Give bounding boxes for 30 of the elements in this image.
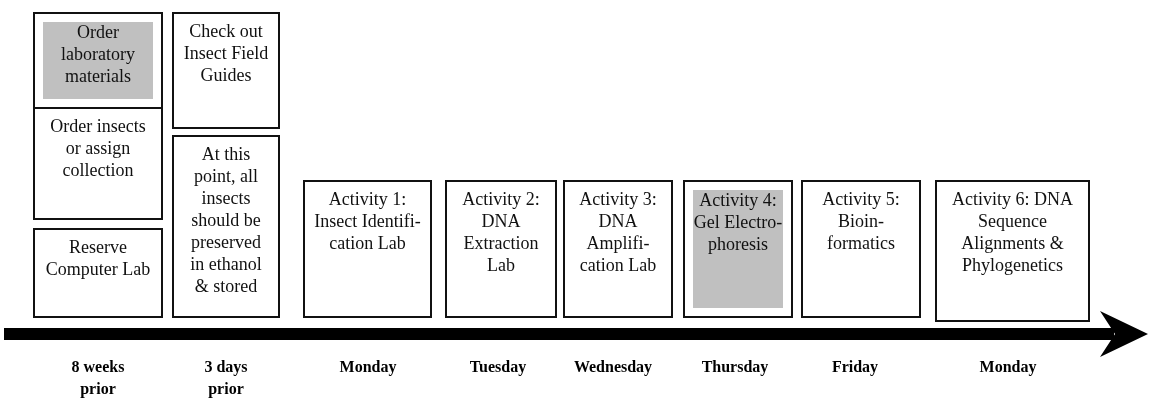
schedule-box <box>172 135 280 318</box>
task-text: Activity 3: DNA Amplifi- cation Lab <box>578 188 658 276</box>
schedule-box <box>172 12 280 129</box>
day-label: Thursday <box>700 357 770 378</box>
task-text: Activity 5: Bioin- formatics <box>821 188 901 254</box>
day-label: Wednesday <box>572 357 654 378</box>
schedule-box <box>445 180 557 318</box>
task-text: Check out Insect Field Guides <box>182 20 270 86</box>
schedule-box <box>303 180 432 318</box>
day-label: 8 weeks prior <box>70 357 126 400</box>
schedule-box <box>563 180 673 318</box>
schedule-box <box>33 12 163 109</box>
schedule-box <box>33 228 163 318</box>
day-label: Monday <box>338 357 398 378</box>
task-text: Reserve Computer Lab <box>44 236 152 280</box>
schedule-box <box>801 180 921 318</box>
task-text: Order laboratory materials <box>60 21 136 87</box>
schedule-box <box>935 180 1090 322</box>
day-label: Friday <box>830 357 880 378</box>
task-text: Activity 2: DNA Extraction Lab <box>461 188 541 276</box>
day-label: Monday <box>978 357 1038 378</box>
task-text: Order insects or assign collection <box>49 115 147 181</box>
task-text: Activity 6: DNA Sequence Alignments & Phylogenetics <box>951 188 1074 276</box>
day-label: 3 days prior <box>203 357 249 400</box>
schedule-box <box>683 180 793 318</box>
task-text: Activity 4: Gel Electro- phoresis <box>693 189 783 255</box>
schedule-box <box>33 107 163 220</box>
day-label: Tuesday <box>468 357 528 378</box>
task-text: At this point, all insects should be preserved in ethanol & stored <box>189 143 263 297</box>
task-text: Activity 1: Insect Identifi- cation Lab <box>313 188 422 254</box>
